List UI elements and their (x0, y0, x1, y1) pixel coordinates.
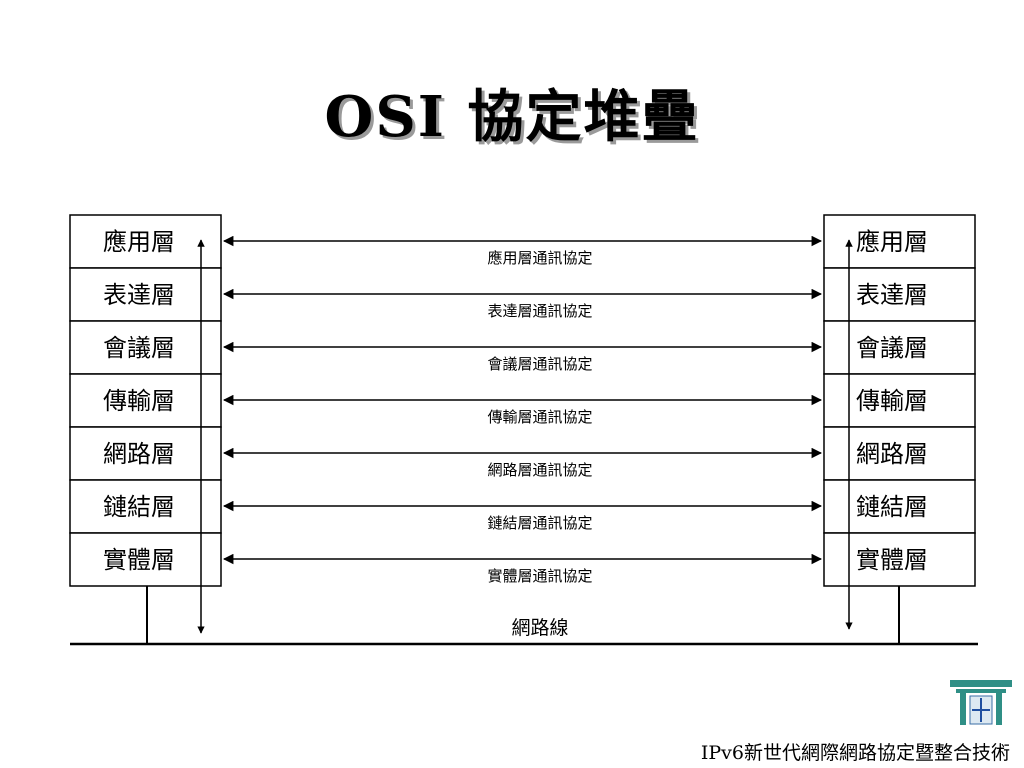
protocol-arrows: 應用層通訊協定表達層通訊協定會議層通訊協定傳輸層通訊協定網路層通訊協定鏈結層通訊… (222, 235, 823, 585)
right-layer-label: 實體層 (856, 546, 928, 574)
right-layer-label: 會議層 (856, 334, 928, 362)
left-layer-box (69, 267, 222, 322)
network-label: 網路線 (511, 617, 568, 639)
protocol-label: 應用層通訊協定 (487, 249, 592, 267)
protocol-label: 表達層通訊協定 (487, 302, 592, 320)
slide-title: OSI 協定堆疊 (324, 84, 700, 150)
protocol-label: 網路層通訊協定 (487, 461, 592, 479)
right-layer-label: 傳輸層 (856, 387, 928, 415)
protocol-label: 會議層通訊協定 (487, 355, 592, 373)
left-layer-label: 鏈結層 (103, 493, 175, 521)
right-layer-label: 表達層 (856, 281, 928, 309)
left-layer-box (69, 320, 222, 375)
right-layer-label: 應用層 (856, 228, 928, 256)
footer-text: IPv6新世代網際網路協定暨整合技術 (700, 742, 1010, 764)
left-layer-label: 會議層 (103, 334, 175, 362)
protocol-label: 實體層通訊協定 (487, 567, 592, 585)
logo-icon (950, 680, 1012, 725)
left-layer-label: 應用層 (103, 228, 175, 256)
left-layer-box (69, 532, 222, 587)
left-layer-label: 網路層 (103, 440, 175, 468)
protocol-label: 傳輸層通訊協定 (487, 408, 592, 426)
left-layer-label: 實體層 (103, 546, 175, 574)
protocol-label: 鏈結層通訊協定 (487, 514, 592, 532)
left-layer-label: 傳輸層 (103, 387, 175, 415)
right-layer-label: 鏈結層 (856, 493, 928, 521)
left-layer-box (69, 214, 222, 269)
left-layer-label: 表達層 (103, 281, 175, 309)
right-layer-label: 網路層 (856, 440, 928, 468)
